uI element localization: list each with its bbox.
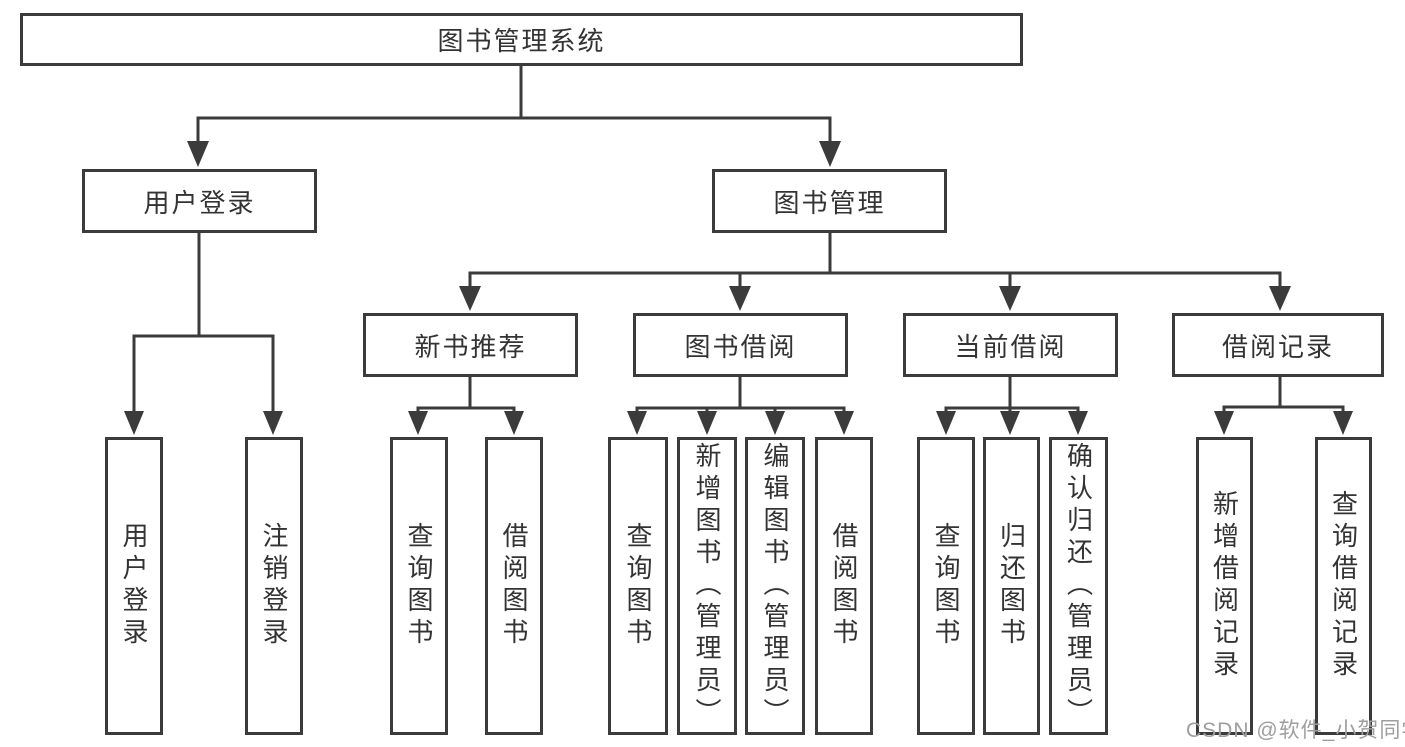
arrowhead-icon (504, 411, 524, 435)
node-book-management: 图书管理 (712, 169, 947, 233)
node-new-book-recommend-label: 新书推荐 (414, 331, 527, 362)
leaf-add-books-admin-label: 新增图书（管理员） (692, 442, 722, 730)
leaf-borrow-books-recommend-label: 借阅图书 (499, 522, 529, 650)
node-book-borrow-label: 图书借阅 (684, 331, 797, 362)
leaf-edit-books-admin-label: 编辑图书（管理员） (760, 442, 790, 730)
arrowhead-icon (1068, 411, 1088, 435)
arrowhead-icon (729, 286, 751, 311)
leaf-return-books-label: 归还图书 (996, 522, 1027, 650)
leaf-query-books-recommend: 查询图书 (390, 437, 448, 735)
arrowhead-icon (408, 411, 428, 435)
leaf-query-books-current: 查询图书 (917, 437, 975, 735)
arrowhead-icon (765, 411, 785, 435)
arrowhead-icon (1333, 411, 1353, 435)
node-user-login-label: 用户登录 (143, 187, 256, 218)
node-borrow-record: 借阅记录 (1172, 313, 1384, 377)
leaf-query-books-recommend-label: 查询图书 (404, 522, 434, 650)
leaf-user-login: 用户登录 (105, 437, 163, 735)
node-book-management-label: 图书管理 (773, 187, 886, 218)
leaf-borrow-books-borrow-label: 借阅图书 (829, 522, 859, 650)
leaf-logout-login: 注销登录 (245, 437, 303, 735)
leaf-query-books-borrow: 查询图书 (608, 437, 668, 735)
node-book-borrow: 图书借阅 (633, 313, 848, 377)
leaf-borrow-books-recommend: 借阅图书 (485, 437, 543, 735)
node-user-login: 用户登录 (82, 169, 317, 233)
node-current-borrow: 当前借阅 (903, 313, 1118, 377)
leaf-confirm-return-admin-label: 确认归还（管理员） (1063, 442, 1094, 730)
arrowhead-icon (819, 141, 841, 167)
node-root-label: 图书管理系统 (437, 26, 606, 56)
arrowhead-icon (936, 411, 956, 435)
arrowhead-icon (1000, 411, 1020, 435)
leaf-query-borrow-record: 查询借阅记录 (1315, 437, 1372, 735)
leaf-add-borrow-record-label: 新增借阅记录 (1209, 490, 1240, 682)
leaf-confirm-return-admin: 确认归还（管理员） (1049, 437, 1108, 735)
node-current-borrow-label: 当前借阅 (954, 331, 1067, 362)
arrowhead-icons (124, 141, 1353, 435)
arrowhead-icon (834, 411, 854, 435)
leaf-add-books-admin: 新增图书（管理员） (677, 437, 737, 735)
arrowhead-icon (1269, 286, 1291, 311)
leaf-edit-books-admin: 编辑图书（管理员） (745, 437, 805, 735)
leaf-logout-login-label: 注销登录 (259, 522, 289, 650)
arrowhead-icon (697, 411, 717, 435)
node-new-book-recommend: 新书推荐 (363, 313, 578, 377)
node-borrow-record-label: 借阅记录 (1221, 331, 1334, 362)
node-root: 图书管理系统 (20, 13, 1023, 66)
leaf-user-login-label: 用户登录 (119, 522, 149, 650)
arrowhead-icon (187, 141, 209, 167)
arrowhead-icon (124, 411, 144, 435)
csdn-watermark: CSDN @软件_小贺同学 (1186, 719, 1405, 742)
leaf-query-borrow-record-label: 查询借阅记录 (1328, 490, 1359, 682)
arrowhead-icon (459, 286, 481, 311)
leaf-query-books-borrow-label: 查询图书 (623, 522, 653, 650)
leaf-return-books: 归还图书 (983, 437, 1040, 735)
arrowhead-icon (627, 411, 647, 435)
arrowhead-icon (1214, 411, 1234, 435)
leaf-query-books-current-label: 查询图书 (931, 522, 961, 650)
arrowhead-icon (263, 411, 283, 435)
leaf-borrow-books-borrow: 借阅图书 (815, 437, 873, 735)
arrowhead-icon (999, 286, 1021, 311)
leaf-add-borrow-record: 新增借阅记录 (1196, 437, 1253, 735)
